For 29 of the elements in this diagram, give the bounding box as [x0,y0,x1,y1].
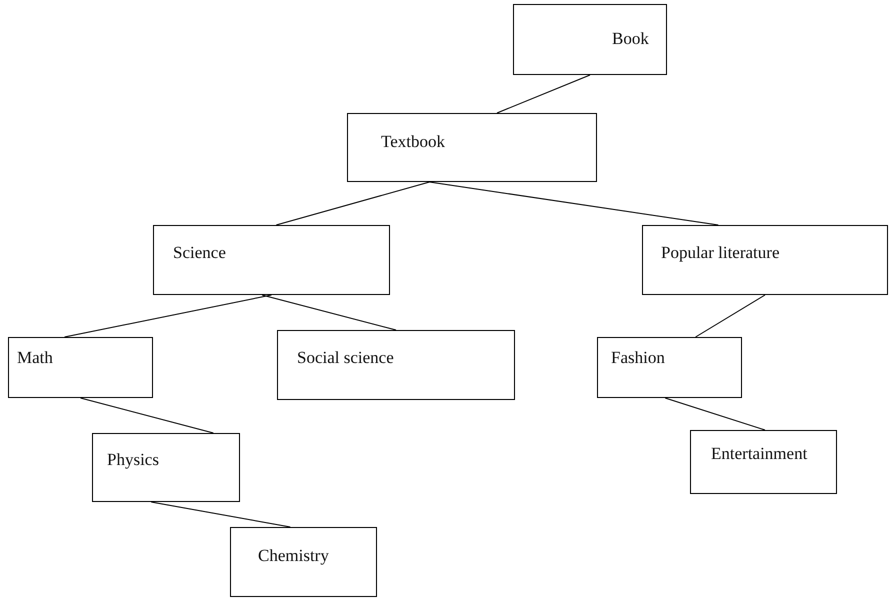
category-label: Book [612,29,649,49]
category-box [230,527,377,597]
connector-line [695,294,766,338]
connector-line [150,502,291,528]
connector-line [276,182,430,226]
category-box [597,337,742,398]
category-box [690,430,837,494]
connector-line [262,294,396,330]
connector-line [496,74,590,114]
connector-line [80,398,214,434]
category-label: Physics [107,450,159,470]
category-label: Popular literature [661,243,780,263]
connector-line [64,294,272,338]
category-label: Math [17,348,53,368]
category-box [153,225,390,295]
category-label: Fashion [611,348,665,368]
category-label: Chemistry [258,546,329,566]
category-box [8,337,153,398]
category-box [277,330,515,400]
category-box [347,113,597,182]
connector-line [429,182,719,226]
category-label: Science [173,243,226,263]
category-label: Textbook [381,132,445,152]
category-label: Entertainment [711,444,808,464]
category-box [92,433,240,502]
connector-line [664,398,766,430]
category-box [642,225,888,295]
category-box [513,4,667,75]
category-label: Social science [297,348,394,368]
